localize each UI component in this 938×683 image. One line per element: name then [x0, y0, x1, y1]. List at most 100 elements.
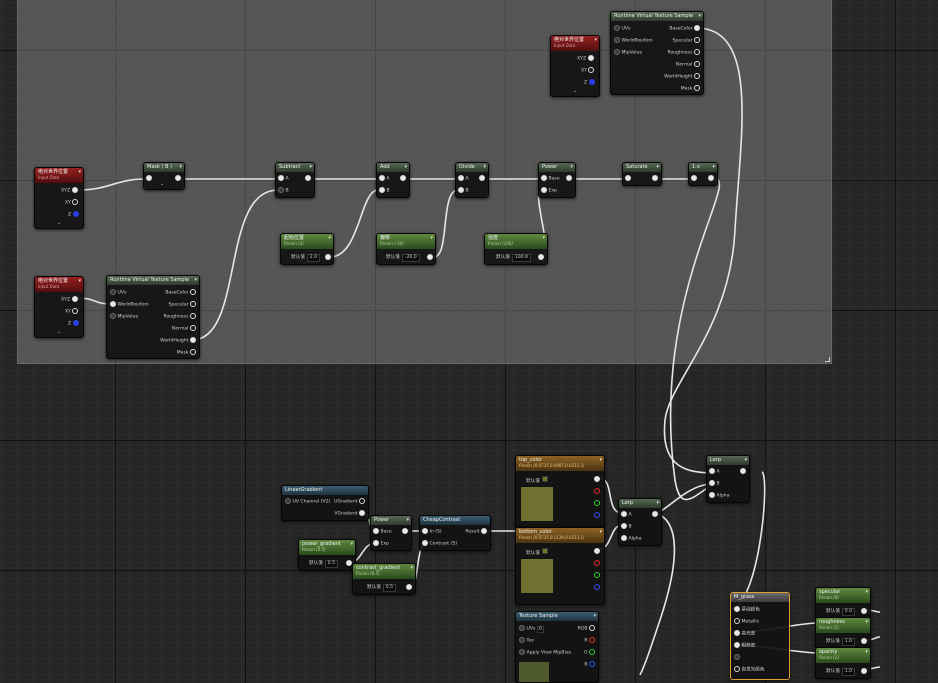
chevron-down-icon[interactable]: ▾	[328, 235, 331, 241]
pin-dot-icon[interactable]	[614, 25, 620, 31]
runtime-virtual-texture-sample-node[interactable]: Runtime Virtual Texture Sample▾ UVs Worl…	[106, 275, 200, 359]
pin-dot-icon[interactable]	[519, 649, 525, 655]
input-pin-exp[interactable]: Exp	[373, 540, 389, 548]
input-pin-exp[interactable]: Exp	[541, 187, 557, 195]
pin-dot-icon[interactable]	[861, 638, 867, 644]
linear-gradient-node[interactable]: LinearGradient UV Channel (V2) UGradient…	[281, 485, 369, 521]
pin-dot-icon[interactable]	[594, 572, 600, 578]
resize-handle[interactable]	[825, 357, 830, 362]
input-pin-alpha[interactable]: Alpha	[621, 535, 642, 543]
pin-dot-icon[interactable]	[190, 301, 196, 307]
chevron-down-icon[interactable]: ▾	[865, 619, 868, 625]
chevron-down-icon[interactable]: ▾	[406, 517, 409, 523]
chevron-down-icon[interactable]: ▾	[410, 565, 413, 571]
input-pin-base[interactable]: Base	[541, 175, 560, 183]
pin-dot-icon[interactable]	[541, 175, 547, 181]
input-pin-alpha[interactable]: Alpha	[709, 492, 730, 500]
pin-dot-icon[interactable]	[734, 642, 740, 648]
output-pin[interactable]	[305, 175, 311, 183]
pin-dot-icon[interactable]	[72, 211, 79, 217]
pin-dot-icon[interactable]	[614, 49, 620, 55]
output-pin-xyz[interactable]: XYZ	[61, 296, 78, 304]
pin-dot-icon[interactable]	[861, 668, 867, 674]
pin-dot-icon[interactable]	[146, 175, 152, 181]
pin-dot-icon[interactable]	[734, 606, 740, 612]
input-pin[interactable]	[691, 175, 697, 183]
pin-dot-icon[interactable]	[587, 55, 594, 61]
chevron-down-icon[interactable]: ▾	[404, 164, 407, 170]
pin-dot-icon[interactable]	[709, 492, 715, 498]
cheap-contrast-node[interactable]: CheapContrast In (S) Contrast (S) Result	[419, 515, 491, 551]
input-pin-a[interactable]: A	[709, 468, 720, 476]
output-pin-xyz[interactable]: XYZ	[577, 55, 594, 63]
pin-dot-icon[interactable]	[588, 79, 595, 85]
subtract-node[interactable]: Subtract▾ A B	[275, 162, 315, 198]
output-pin-r[interactable]	[594, 488, 600, 496]
chevron-down-icon[interactable]: ▾	[656, 500, 659, 506]
default-value-field[interactable]: 默认值	[526, 548, 548, 557]
expand-chevron-icon[interactable]: ⌄	[57, 220, 62, 226]
input-pin-contrast[interactable]: Contrast (S)	[422, 540, 457, 548]
pin-dot-icon[interactable]	[594, 476, 600, 482]
pin-dot-icon[interactable]	[110, 313, 116, 319]
pin-dot-icon[interactable]	[190, 349, 196, 355]
output-pin-mask[interactable]: Mask	[177, 349, 196, 357]
pin-dot-icon[interactable]	[458, 187, 464, 193]
pin-dot-icon[interactable]	[325, 254, 331, 260]
pin-dot-icon[interactable]	[691, 175, 697, 181]
output-pin[interactable]	[325, 254, 331, 262]
output-pin[interactable]	[479, 175, 485, 183]
pin-dot-icon[interactable]	[72, 308, 79, 314]
input-pin-b[interactable]: B	[621, 523, 632, 531]
input-pin-a[interactable]: A	[458, 175, 469, 183]
pin-dot-icon[interactable]	[71, 187, 78, 193]
pin-dot-icon[interactable]	[708, 175, 714, 181]
pin-dot-icon[interactable]	[594, 488, 600, 494]
output-pin-roughness[interactable]: Roughness	[667, 49, 700, 57]
divide-node[interactable]: Divide▾ A B	[455, 162, 489, 198]
pin-dot-icon[interactable]	[594, 560, 600, 566]
pin-dot-icon[interactable]	[694, 25, 700, 31]
output-pin-rgb[interactable]	[594, 548, 600, 556]
output-pin-b[interactable]: B	[584, 661, 595, 669]
pin-dot-icon[interactable]	[519, 637, 525, 643]
output-pin[interactable]	[175, 175, 181, 183]
output-pin-xyz[interactable]: XYZ	[61, 187, 78, 195]
output-pin[interactable]	[708, 175, 714, 183]
input-pin-a[interactable]: A	[379, 175, 390, 183]
pin-dot-icon[interactable]	[625, 175, 631, 181]
default-value-field[interactable]: 默认值-20.0	[386, 254, 420, 262]
input-pin-tex[interactable]: Tex	[519, 637, 534, 645]
output-pin[interactable]	[427, 254, 433, 262]
output-pin-xy[interactable]: XY	[65, 308, 79, 316]
output-pin-ugradient[interactable]: UGradient	[334, 498, 365, 506]
chevron-down-icon[interactable]: ▾	[599, 457, 602, 463]
pin-dot-icon[interactable]	[402, 528, 408, 534]
pin-dot-icon[interactable]	[594, 548, 600, 554]
pin-dot-icon[interactable]	[538, 254, 544, 260]
pin-dot-icon[interactable]	[621, 511, 627, 517]
pin-dot-icon[interactable]	[305, 175, 311, 181]
pin-dot-icon[interactable]	[278, 187, 284, 193]
pin-dot-icon[interactable]	[175, 175, 181, 181]
input-pin-worldposition[interactable]: WorldPosition	[110, 301, 149, 309]
pin-dot-icon[interactable]	[734, 618, 740, 624]
pin-dot-icon[interactable]	[589, 637, 595, 643]
output-pin-worldheight[interactable]: WorldHeight	[664, 73, 700, 81]
output-pin-worldheight[interactable]: WorldHeight	[160, 337, 196, 345]
input-pin[interactable]	[625, 175, 631, 183]
input-pin-base[interactable]: Base	[373, 528, 392, 536]
color-swatch[interactable]	[541, 548, 548, 554]
pin-dot-icon[interactable]	[72, 199, 79, 205]
expand-chevron-icon[interactable]: ⌄	[160, 181, 165, 187]
output-pin-rgb[interactable]	[594, 476, 600, 484]
output-pin-normal[interactable]: Normal	[676, 61, 700, 69]
output-pin-mask[interactable]: Mask	[681, 85, 700, 93]
